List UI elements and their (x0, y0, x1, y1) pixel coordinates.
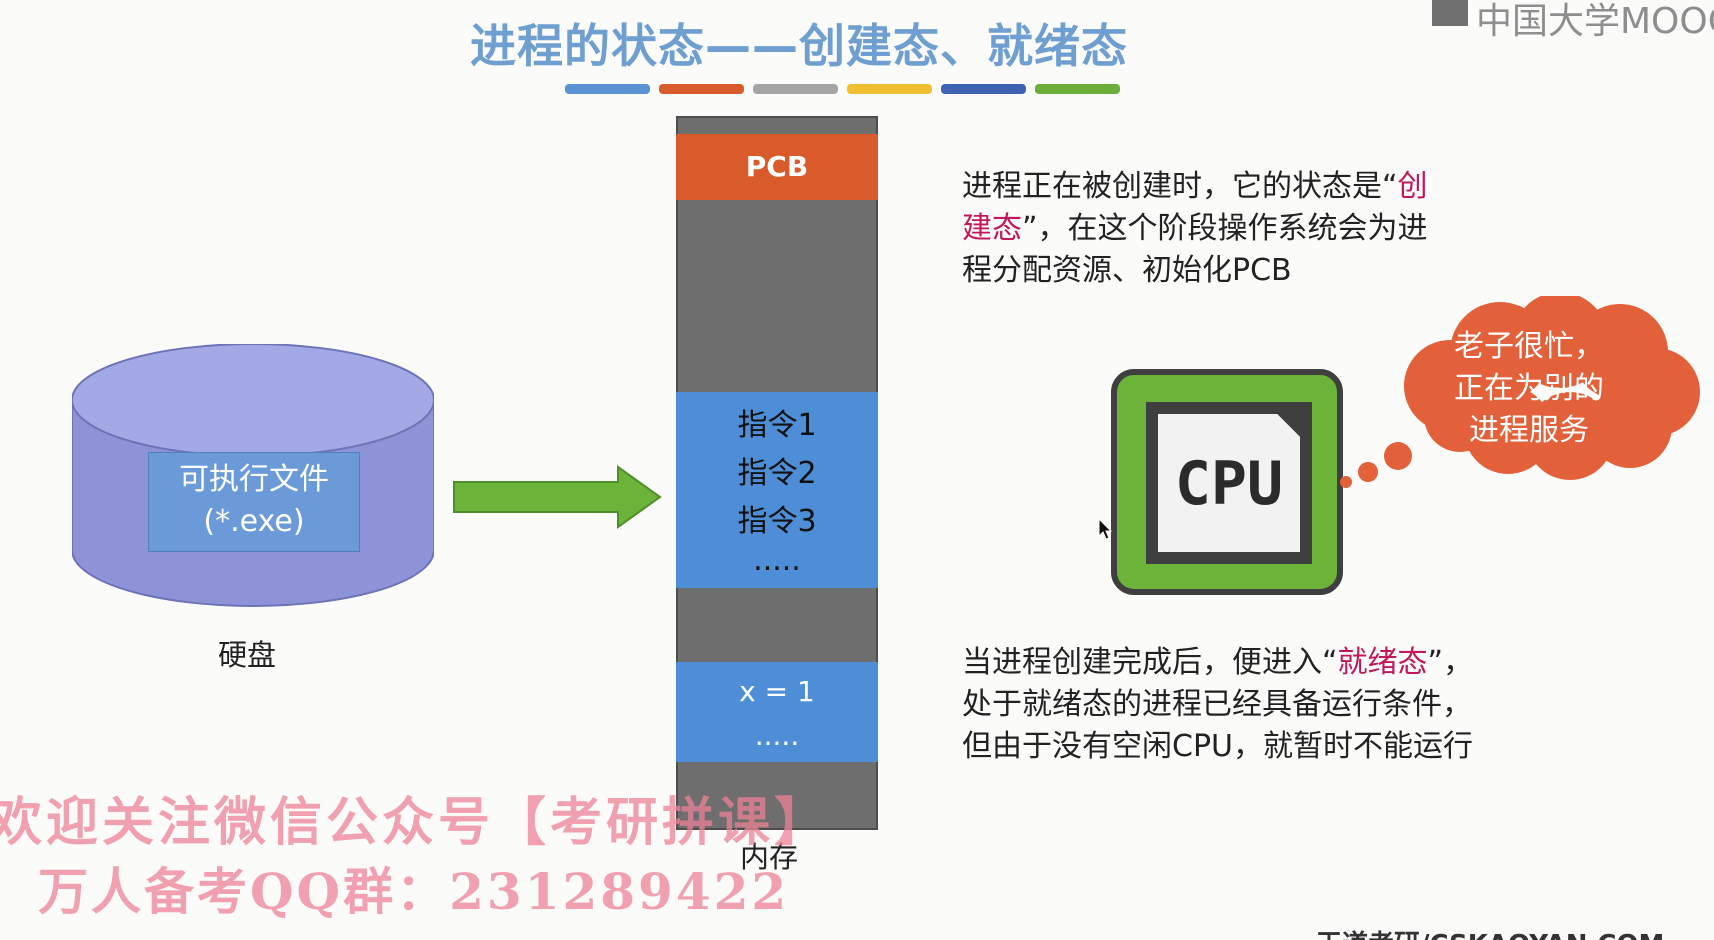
accent-bar-green (1035, 84, 1120, 94)
ready-line-2: 处于就绪态的进程已经具备运行条件， (962, 687, 1472, 722)
instruction-line: 指令2 (737, 456, 817, 491)
accent-bar-gray (753, 84, 838, 94)
instruction-line: 指令1 (737, 408, 817, 443)
thought-line: 进程服务 (1469, 413, 1589, 448)
cpu-chip-icon: CPU (1111, 369, 1343, 595)
pcb-block: PCB (676, 134, 878, 200)
load-arrow-icon (453, 465, 662, 529)
thought-bubble-icon (1340, 296, 1700, 488)
instruction-block: 指令1 指令2 指令3 ..... (676, 392, 878, 588)
mouse-cursor-icon (1098, 518, 1112, 540)
data-line: ..... (754, 719, 800, 752)
instruction-line: ..... (753, 543, 801, 578)
title-accent-bars (565, 84, 1120, 94)
ready-text: ”， (1427, 645, 1474, 680)
accent-bar-yellow (847, 84, 932, 94)
accent-bar-blue (565, 84, 650, 94)
creation-line-2: 建态”，在这个阶段操作系统会为进 (962, 208, 1428, 250)
memory-caption: 内存 (740, 840, 799, 874)
creation-line-1: 进程正在被创建时，它的状态是“创 (962, 166, 1428, 208)
ready-text: 当进程创建完成后，便进入“ (962, 645, 1338, 680)
ready-description: 当进程创建完成后，便进入“就绪态”， 处于就绪态的进程已经具备运行条件， 但由于… (962, 642, 1473, 768)
thought-text: 老子很忙， 正在为别的 进程服务 (1394, 326, 1664, 452)
footer-url: 王道考研/CSKAOYAN.COM (1316, 924, 1664, 940)
mooc-logo-icon (1432, 0, 1468, 26)
creation-highlight: 建态 (962, 211, 1022, 246)
ready-highlight: 就绪态 (1337, 645, 1428, 680)
thought-line: 正在为别的 (1454, 371, 1604, 406)
accent-bar-orange (659, 84, 744, 94)
creation-description: 进程正在被创建时，它的状态是“创 建态”，在这个阶段操作系统会为进 程分配资源、… (962, 166, 1428, 292)
cpu-label: CPU (1175, 449, 1283, 519)
ready-line-1: 当进程创建完成后，便进入“就绪态”， (962, 642, 1473, 684)
creation-highlight: 创 (1397, 169, 1428, 204)
brand-name: 中国大学MOOC (1476, 1, 1714, 42)
creation-text: 进程正在被创建时，它的状态是“ (962, 169, 1398, 204)
executable-file-label: 可执行文件 (179, 462, 329, 497)
creation-line-3: 程分配资源、初始化PCB (962, 253, 1292, 288)
instruction-line: 指令3 (737, 504, 817, 539)
slide-title: 进程的状态——创建态、就绪态 (470, 19, 1128, 73)
disk-caption: 硬盘 (218, 638, 277, 672)
creation-text: ”，在这个阶段操作系统会为进 (1022, 211, 1428, 246)
data-block: x = 1 ..... (676, 662, 878, 762)
watermark-line-2: 万人备考QQ群：231289422 (38, 862, 790, 921)
thought-line: 老子很忙， (1454, 329, 1604, 364)
ready-line-3: 但由于没有空闲CPU，就暂时不能运行 (962, 729, 1473, 764)
executable-file-ext: (*.exe) (203, 504, 305, 539)
watermark-line-1: 欢迎关注微信公众号【考研拼课】 (0, 792, 831, 853)
data-line: x = 1 (739, 675, 815, 708)
executable-file-box: 可执行文件 (*.exe) (148, 452, 360, 552)
accent-bar-navy (941, 84, 1026, 94)
